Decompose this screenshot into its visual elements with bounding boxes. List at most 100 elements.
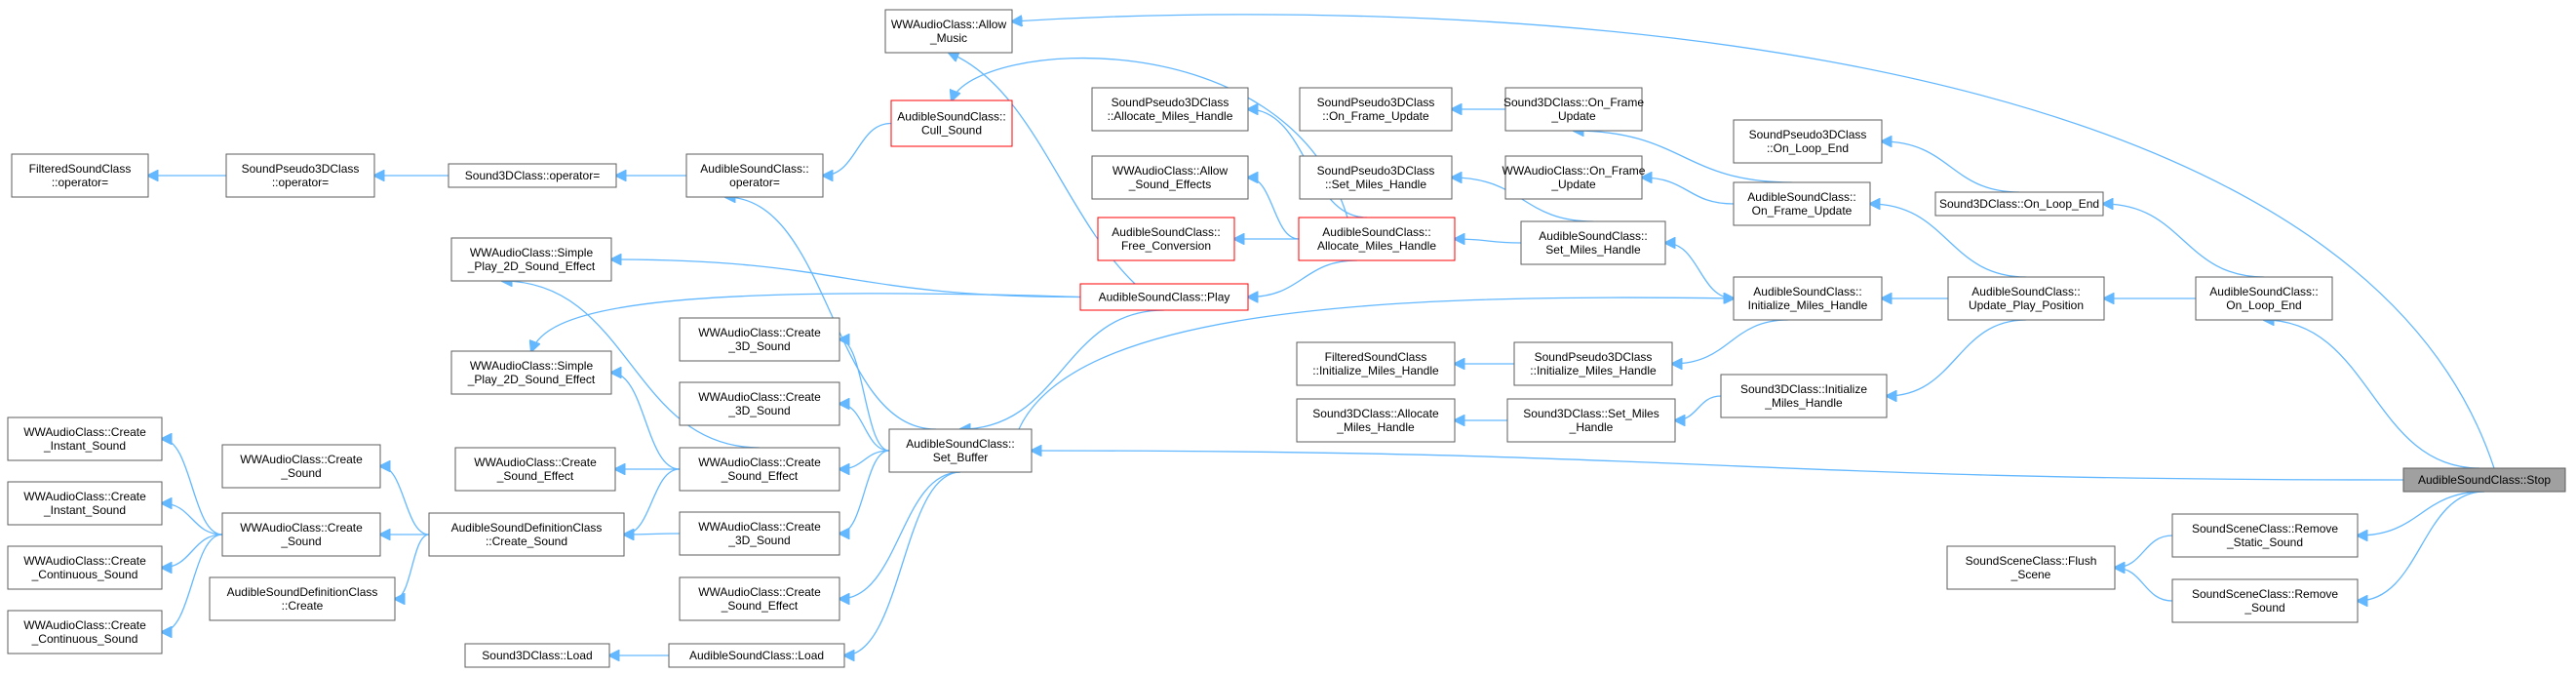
node-box xyxy=(1934,191,2104,217)
graph-node-n-s3d-op[interactable]: Sound3DClass::operator= xyxy=(448,163,617,188)
node-label: Free_Conversion xyxy=(1121,239,1211,253)
node-label: ::On_Loop_End xyxy=(1767,141,1849,155)
node-label: Sound3DClass::operator= xyxy=(465,169,600,182)
node-label: ::Initialize_Miles_Handle xyxy=(1312,364,1439,377)
node-box xyxy=(679,447,840,492)
node-label: _Sound xyxy=(280,535,321,548)
node-label: WWAudioClass::Create xyxy=(23,425,146,439)
graph-node-n-allow-music[interactable]: WWAudioClass::Allow_Music xyxy=(884,9,1013,54)
graph-node-n-pseudo-onframe[interactable]: SoundPseudo3DClass::On_Frame_Update xyxy=(1299,87,1453,132)
node-label: AudibleSoundClass:: xyxy=(1322,225,1430,239)
edge-arrow xyxy=(2358,491,2485,601)
nodes-layer: FilteredSoundClass::operator=SoundPseudo… xyxy=(7,9,2566,668)
node-label: WWAudioClass::Create xyxy=(698,585,821,599)
graph-node-n-create-fx-left[interactable]: WWAudioClass::Create_Sound_Effect xyxy=(454,447,616,492)
graph-node-n-pseudo-op[interactable]: SoundPseudo3DClass::operator= xyxy=(225,153,375,198)
edge-arrow xyxy=(1642,178,1735,205)
graph-node-n-create-fx-low[interactable]: WWAudioClass::Create_Sound_Effect xyxy=(679,576,840,621)
node-box xyxy=(2171,578,2359,623)
edge-arrow xyxy=(960,309,1165,429)
graph-node-n-aud-onframe[interactable]: AudibleSoundClass::On_Frame_Update xyxy=(1733,181,1871,226)
graph-node-n-pseudo-alloc[interactable]: SoundPseudo3DClass::Allocate_Miles_Handl… xyxy=(1091,87,1249,132)
node-label: AudibleSoundClass:: xyxy=(897,110,1005,124)
graph-node-n-simple1[interactable]: WWAudioClass::Simple_Play_2D_Sound_Effec… xyxy=(450,237,612,282)
graph-node-n-setbuf[interactable]: AudibleSoundClass::Set_Buffer xyxy=(888,428,1033,473)
graph-node-n-s3d-setmiles[interactable]: Sound3DClass::Set_Miles_Handle xyxy=(1506,398,1676,443)
node-label: _Continuous_Sound xyxy=(31,632,138,646)
edge-arrow xyxy=(611,373,681,470)
node-label: _Scene xyxy=(2010,568,2051,581)
node-box xyxy=(2171,513,2359,558)
node-box xyxy=(464,643,610,668)
node-label: AudibleSoundClass:: xyxy=(1539,229,1647,243)
graph-node-n-inst1[interactable]: WWAudioClass::Create_Instant_Sound xyxy=(7,416,163,461)
graph-node-n-s3d-alloc[interactable]: Sound3DClass::Allocate_Miles_Handle xyxy=(1296,398,1456,443)
graph-node-n-create3d-a[interactable]: WWAudioClass::Create_3D_Sound xyxy=(679,317,840,362)
node-box xyxy=(884,9,1013,54)
graph-node-n-pseudo-init[interactable]: SoundPseudo3DClass::Initialize_Miles_Han… xyxy=(1513,341,1673,386)
graph-node-n-s3d-onloop[interactable]: Sound3DClass::On_Loop_End xyxy=(1934,191,2104,217)
graph-node-n-aud-setmiles[interactable]: AudibleSoundClass::Set_Miles_Handle xyxy=(1520,220,1666,265)
graph-node-n-aud-load[interactable]: AudibleSoundClass::Load xyxy=(668,643,845,668)
node-label: SoundPseudo3DClass xyxy=(1535,350,1653,364)
graph-node-n-create3d-b[interactable]: WWAudioClass::Create_3D_Sound xyxy=(679,381,840,426)
node-box xyxy=(2402,467,2566,493)
graph-node-n-pseudo-onloop[interactable]: SoundPseudo3DClass::On_Loop_End xyxy=(1733,119,1883,164)
graph-node-n-ww-onframe[interactable]: WWAudioClass::On_Frame_Update xyxy=(1503,155,1646,200)
graph-node-n-aud-init[interactable]: AudibleSoundClass::Initialize_Miles_Hand… xyxy=(1733,276,1883,321)
graph-node-n-scene-remove[interactable]: SoundSceneClass::Remove_Sound xyxy=(2171,578,2359,623)
edge-arrow xyxy=(2264,320,2480,469)
graph-node-n-filt-op[interactable]: FilteredSoundClass::operator= xyxy=(11,153,149,198)
node-label: SoundSceneClass::Flush xyxy=(1966,554,2097,568)
node-box xyxy=(1097,217,1235,261)
graph-node-n-inst2[interactable]: WWAudioClass::Create_Instant_Sound xyxy=(7,481,163,526)
graph-node-n-scene-static[interactable]: SoundSceneClass::Remove_Static_Sound xyxy=(2171,513,2359,558)
node-label: _Miles_Handle xyxy=(1336,420,1415,434)
graph-node-n-allow-fx[interactable]: WWAudioClass::Allow_Sound_Effects xyxy=(1091,155,1249,200)
node-label: ::Set_Miles_Handle xyxy=(1325,178,1426,191)
graph-node-n-cont1[interactable]: WWAudioClass::Create_Continuous_Sound xyxy=(7,545,163,590)
graph-node-n-simple2[interactable]: WWAudioClass::Simple_Play_2D_Sound_Effec… xyxy=(450,350,612,395)
graph-node-n-aud-update[interactable]: AudibleSoundClass::Update_Play_Position xyxy=(1947,276,2105,321)
graph-node-n-s3d-onframe[interactable]: Sound3DClass::On_Frame_Update xyxy=(1503,87,1644,132)
graph-node-n-filt-init[interactable]: FilteredSoundClass::Initialize_Miles_Han… xyxy=(1296,341,1456,386)
graph-node-n-create-fx-mid[interactable]: WWAudioClass::Create_Sound_Effect xyxy=(679,447,840,492)
graph-node-n-s3d-init[interactable]: Sound3DClass::Initialize_Miles_Handle xyxy=(1720,374,1888,418)
graph-node-n-alloc[interactable]: AudibleSoundClass::Allocate_Miles_Handle xyxy=(1298,217,1456,261)
node-box xyxy=(1513,341,1673,386)
graph-node-n-create-sound[interactable]: WWAudioClass::Create_Sound xyxy=(221,512,381,557)
node-label: AudibleSoundClass:: xyxy=(1971,285,2080,298)
graph-node-n-stop[interactable]: AudibleSoundClass::Stop xyxy=(2402,467,2566,493)
node-label: _Play_2D_Sound_Effect xyxy=(467,373,596,386)
edge-arrow xyxy=(839,471,961,599)
edge-arrow xyxy=(2103,204,2265,278)
edge-arrow xyxy=(1012,14,2495,469)
graph-node-n-create-sound-top[interactable]: WWAudioClass::Create_Sound xyxy=(221,444,381,489)
edge-arrow xyxy=(1248,259,1358,297)
graph-node-n-play[interactable]: AudibleSoundClass::Play xyxy=(1079,283,1249,311)
graph-node-n-pseudo-setmiles[interactable]: SoundPseudo3DClass::Set_Miles_Handle xyxy=(1299,155,1453,200)
node-label: SoundPseudo3DClass xyxy=(1749,128,1867,141)
node-label: _Instant_Sound xyxy=(43,439,126,453)
edge-arrow xyxy=(1672,319,1789,364)
graph-node-n-aud-onloop[interactable]: AudibleSoundClass::On_Loop_End xyxy=(2195,276,2333,321)
edge-arrow xyxy=(611,259,1081,298)
node-label: _Static_Sound xyxy=(2226,535,2303,549)
graph-node-n-free-conv[interactable]: AudibleSoundClass::Free_Conversion xyxy=(1097,217,1235,261)
edge-arrow xyxy=(823,122,892,177)
node-label: WWAudioClass::Allow xyxy=(1112,164,1229,178)
graph-node-n-s3d-load[interactable]: Sound3DClass::Load xyxy=(464,643,610,668)
node-box xyxy=(448,163,617,188)
node-label: ::Initialize_Miles_Handle xyxy=(1530,364,1657,377)
graph-node-n-create3d-c[interactable]: WWAudioClass::Create_3D_Sound xyxy=(679,511,840,556)
graph-node-n-def-create-sound[interactable]: AudibleSoundDefinitionClass::Create_Soun… xyxy=(428,512,625,557)
graph-node-n-cont2[interactable]: WWAudioClass::Create_Continuous_Sound xyxy=(7,610,163,654)
graph-node-n-def-create[interactable]: AudibleSoundDefinitionClass::Create xyxy=(209,576,396,621)
graph-node-n-cull[interactable]: AudibleSoundClass::Cull_Sound xyxy=(890,99,1013,147)
edge-arrow xyxy=(725,197,937,430)
edge-arrow xyxy=(839,339,890,452)
graph-node-n-aud-op[interactable]: AudibleSoundClass::operator= xyxy=(685,153,824,198)
node-box xyxy=(679,511,840,556)
graph-node-n-scene-flush[interactable]: SoundSceneClass::Flush_Scene xyxy=(1946,545,2116,590)
node-label: AudibleSoundClass::Stop xyxy=(2418,473,2551,487)
